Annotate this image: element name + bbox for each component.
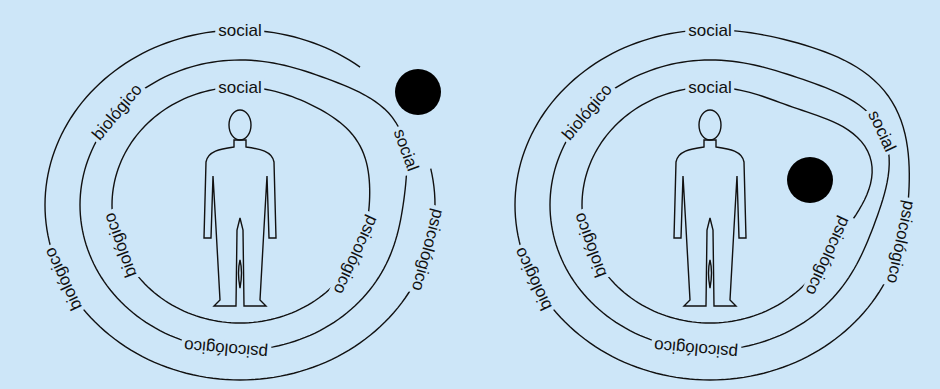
ring-label: psicológico	[650, 336, 741, 363]
ring-label: psicológico	[408, 204, 450, 296]
ring-label: biológico	[39, 242, 87, 316]
human-figure	[204, 110, 276, 306]
ring-label: psicológico	[180, 336, 271, 363]
ring-label: biológico	[509, 242, 557, 316]
ring-label: psicológico	[328, 210, 383, 300]
ring-label: social	[215, 21, 264, 40]
ring-lines	[45, 30, 909, 380]
ring-line	[550, 60, 889, 350]
ring-label: social	[388, 123, 423, 176]
ring-label: social	[863, 105, 901, 158]
black-dot	[787, 157, 833, 203]
human-figure	[674, 110, 746, 306]
ring-label: psicológico	[883, 195, 920, 287]
ring-line	[515, 30, 909, 380]
ring-label: social	[685, 77, 734, 96]
ring-line	[80, 60, 407, 350]
ring-line	[45, 30, 435, 380]
ring-label: biológico	[568, 208, 611, 283]
ring-label: psicológico	[800, 211, 855, 301]
ring-label: social	[215, 77, 264, 96]
ring-line	[582, 87, 872, 323]
ring-label: social	[685, 20, 734, 39]
ring-label: biológico	[98, 208, 141, 283]
black-dot	[395, 69, 441, 115]
